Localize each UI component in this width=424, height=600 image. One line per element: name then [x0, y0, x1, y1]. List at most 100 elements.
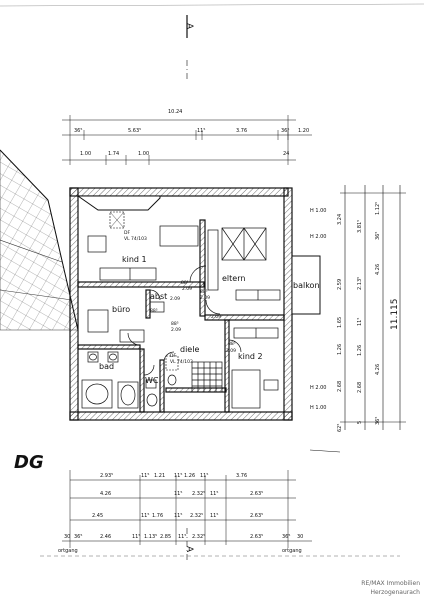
top-r2-3: 24	[283, 151, 289, 157]
top-r1-1: 5.63⁵	[128, 128, 141, 134]
room-kind2: kind 2	[238, 352, 263, 361]
right-c2-0: 3.81⁵	[357, 220, 363, 233]
bot-r1-3: 11⁵	[174, 473, 182, 479]
df1-label: DF	[124, 230, 130, 236]
d209b: 2.09	[200, 295, 210, 301]
right-c2-1: 2.13⁵	[357, 277, 363, 290]
bot-r4-2: 2.46	[100, 534, 111, 540]
room-buero: büro	[112, 305, 130, 314]
bot-r1-0: 2.93⁵	[100, 473, 113, 479]
bot-r1-6: 3.76	[236, 473, 247, 479]
bot-r2-0: 4.26	[100, 491, 111, 497]
d88e: 88⁵	[228, 341, 236, 347]
bot-r1-5: 11⁵	[200, 473, 208, 479]
roof-sketch	[0, 149, 79, 331]
top-r1-3: 3.76	[236, 128, 247, 134]
right-c2-3: 1.26	[357, 345, 363, 356]
right-c3-0: 1.12⁵	[375, 202, 381, 215]
right-c1-4: 2.68	[337, 381, 343, 392]
bot-r1-4: 1.26	[184, 473, 195, 479]
room-eltern: eltern	[222, 274, 245, 283]
logo-text: DG	[14, 452, 44, 473]
top-r1-2: 11⁵	[197, 128, 205, 134]
bot-r3-5: 11⁵	[210, 513, 218, 519]
bot-r1-2: 1.21	[154, 473, 165, 479]
bot-r4-1: 36⁵	[74, 534, 82, 540]
top-r2-2: 1.00	[138, 151, 149, 157]
logo: DG	[14, 452, 44, 473]
top-r1-0: 36⁵	[74, 128, 82, 134]
d88c: 88⁵	[150, 308, 158, 314]
bot-r2-3: 11⁵	[210, 491, 218, 497]
bot-r4-3: 11⁵	[132, 534, 140, 540]
right-total: 11.115	[390, 299, 400, 331]
bot-r4-8: 2.63⁵	[250, 534, 263, 540]
d209e: 2.09	[226, 348, 236, 354]
right-c2-5: 5	[357, 421, 363, 424]
top-r2-0: 1.00	[80, 151, 91, 157]
bot-r3-0: 2.45	[92, 513, 103, 519]
right-c1-0: 3.24	[337, 214, 343, 225]
right-c3-1: 36⁵	[375, 232, 381, 240]
right-c1-2: 1.65	[337, 317, 343, 328]
d88b: 88⁵	[200, 289, 208, 295]
d88d: 88⁵	[171, 321, 179, 327]
bot-r4-6: 11⁵	[178, 534, 186, 540]
top-r2-1: 1.74	[108, 151, 119, 157]
bot-r3-6: 2.63⁵	[250, 513, 263, 519]
bot-r1-1: 11⁵	[141, 473, 149, 479]
right-h-0: H 1.00	[310, 208, 326, 214]
right-c3-4: 36⁵	[375, 417, 381, 425]
bot-r4-4: 1.13⁵	[144, 534, 157, 540]
d209c: 2.09	[170, 296, 180, 302]
d209a: 2.09	[182, 286, 192, 292]
bottom-ortgang-right: ortgang	[282, 548, 302, 554]
right-c1-1: 2.59	[337, 279, 343, 290]
room-bad: bad	[99, 362, 114, 371]
d88a: 88⁵	[181, 280, 189, 286]
room-kind1: kind 1	[122, 255, 147, 264]
section-marker-bottom: A	[184, 528, 194, 560]
bot-r3-3: 11⁵	[174, 513, 182, 519]
bot-r4-10: 30	[297, 534, 303, 540]
right-h-3: H 1.00	[310, 405, 326, 411]
watermark-line2: Herzogenaurach	[370, 589, 420, 596]
right-h-1: H 2.00	[310, 234, 326, 240]
bot-r4-7: 2.32⁵	[192, 534, 205, 540]
right-c2-2: 11⁵	[357, 318, 363, 326]
stray-mark	[309, 449, 341, 453]
section-marker-bottom-label: A	[184, 546, 194, 553]
section-marker-label: A	[184, 23, 194, 30]
balcony: balkon	[291, 255, 321, 315]
top-r1-4: 36⁵	[281, 128, 289, 134]
right-h-2: H 2.00	[310, 385, 326, 391]
bot-r3-1: 11⁵	[141, 513, 149, 519]
bottom-ortgang-left: ortgang	[58, 548, 78, 554]
watermark-line1: RE/MAX Immobilien	[361, 580, 420, 587]
df2-label: DF	[170, 353, 176, 359]
bot-r4-5: 2.85	[160, 534, 171, 540]
bot-r3-4: 2.32⁵	[190, 513, 203, 519]
bot-r4-0: 30	[64, 534, 70, 540]
vl2-label: VL 74/103	[170, 359, 193, 365]
top-total: 10.24	[168, 109, 182, 115]
dormer-symbols: DF VL 74/103 DF VL 74/103	[109, 211, 193, 371]
room-abst: abst	[150, 292, 167, 301]
right-c1-3: 1.26	[337, 344, 343, 355]
room-balkon: balkon	[293, 281, 320, 290]
d209f: 2.09	[211, 314, 221, 320]
scan-edge	[0, 3, 424, 7]
right-dimensions: H 1.00 H 2.00 H 2.00 H 1.00 3.24 2.59 1.…	[310, 185, 406, 432]
top-r1-5: 1.20	[298, 128, 309, 134]
right-c2-4: 2.68	[357, 382, 363, 393]
bottom-dimensions: 2.93⁵ 11⁵ 1.21 11⁵ 1.26 11⁵ 3.76 4.26 11…	[58, 470, 312, 554]
right-c3-3: 4.26	[375, 364, 381, 375]
bot-r4-9: 36⁵	[282, 534, 290, 540]
bot-r2-1: 11⁵	[174, 491, 182, 497]
bot-r3-2: 1.76	[152, 513, 163, 519]
top-dimensions: 10.24 36⁵ 5.63⁵ 11⁵ 3.76 36⁵ 1.20 1.00 1…	[62, 109, 312, 165]
d209d: 2.09	[171, 327, 181, 333]
right-c1-5: 62⁵	[337, 424, 343, 432]
watermark: RE/MAX Immobilien Herzogenaurach	[361, 580, 420, 596]
